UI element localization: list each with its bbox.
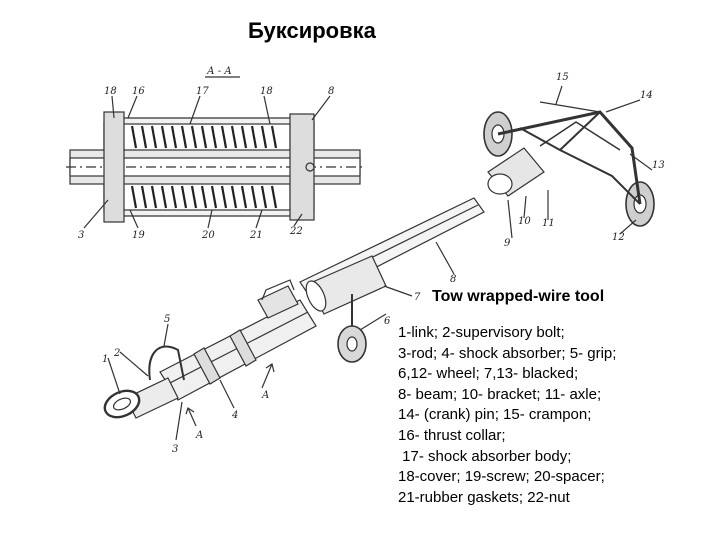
diagram-title: Буксировка [248, 18, 376, 43]
callout-9: 9 [504, 238, 511, 249]
callout-16: 16 [132, 86, 145, 97]
tow-bar-assembly [103, 197, 485, 441]
legend-line: 1-link; 2-supervisory bolt; [398, 324, 565, 341]
diagram-subtitle: Tow wrapped-wire tool [432, 288, 605, 305]
callout-7: 7 [414, 292, 421, 303]
arrow-a-label-1: A [261, 390, 269, 401]
callout-15: 15 [556, 72, 569, 83]
callout-11: 11 [542, 218, 555, 229]
legend-line: 6,12- wheel; 7,13- blacked; [398, 365, 579, 383]
callout-8-top: 8 [328, 86, 334, 97]
callout-6: 6 [384, 316, 391, 327]
legend-line: 3-rod; 4- shock absorber; 5- grip; [398, 344, 617, 362]
callout-20: 20 [201, 230, 215, 241]
legend-line: 14- (crank) pin; 15- crampon; [398, 406, 592, 424]
section-a-a-view: А - А [66, 66, 364, 229]
callout-12: 12 [612, 232, 625, 243]
legend-line: 8- beam; 10- bracket; 11- axle; [398, 385, 602, 403]
callout-19: 19 [132, 230, 145, 241]
callout-4: 4 [231, 410, 238, 421]
callout-5: 5 [164, 314, 170, 325]
legend-line: 16- thrust collar; [398, 426, 506, 444]
callout-17: 17 [196, 86, 209, 97]
callout-10: 10 [518, 216, 531, 227]
callout-3-section: 3 [78, 230, 84, 241]
section-label: А - А [206, 66, 232, 77]
callout-18-left: 18 [104, 86, 117, 97]
callout-3-rod: 3 [172, 444, 178, 455]
callout-18-right: 18 [260, 86, 273, 97]
callout-21: 21 [249, 230, 263, 241]
wheel-frame-assembly [483, 85, 655, 239]
legend-line: 18-cover; 19-screw; 20-spacer; [398, 468, 605, 486]
arrow-a-label-2: A [195, 430, 203, 441]
callout-2: 2 [113, 348, 120, 359]
legend-line: 21-rubber gaskets; 22-nut [398, 488, 570, 506]
legend-line: 17- shock absorber body; [398, 447, 572, 465]
callout-13: 13 [652, 160, 665, 171]
callout-8-beam: 8 [450, 274, 456, 285]
callout-numbers: 18 16 17 18 8 3 19 20 21 22 15 14 13 12 … [78, 72, 665, 455]
parts-legend: 1-link; 2-supervisory bolt; 3-rod; 4- sh… [398, 323, 616, 508]
callout-14: 14 [640, 90, 653, 101]
callout-1: 1 [102, 354, 108, 365]
callout-22: 22 [289, 226, 303, 237]
